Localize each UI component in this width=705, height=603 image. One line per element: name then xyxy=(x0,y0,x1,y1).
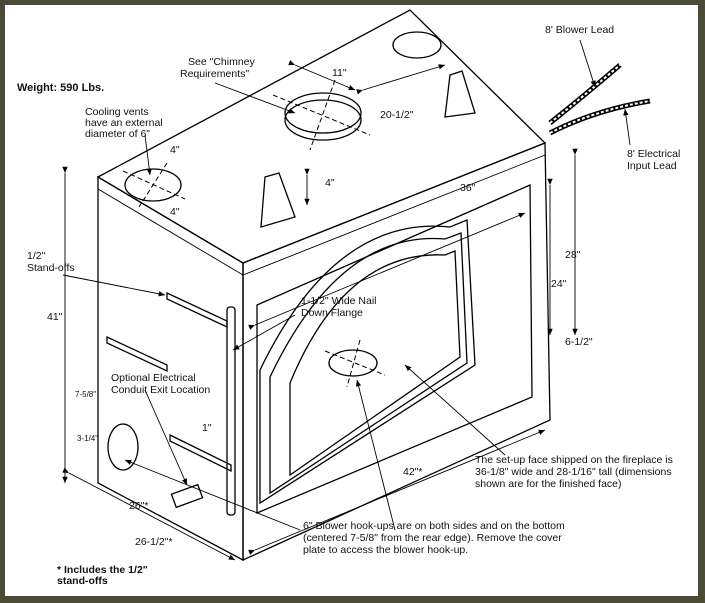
dimension-labels: 11" 20-1/2" 4" 4" 4" 36" 28" 24" 6-1/2" … xyxy=(47,67,593,548)
setup-face-note: The set-up face shipped on the fireplace… xyxy=(475,454,676,490)
top-spacer-right xyxy=(444,70,476,118)
box-top xyxy=(96,9,547,264)
conduit-exit-plate xyxy=(170,483,204,509)
top-features xyxy=(122,31,476,228)
nail-flange-label: 1-1/2" Wide Nail Down Flange xyxy=(301,295,379,319)
dim-4-vent-bottom: 4" xyxy=(170,206,180,218)
dim-20-1-2: 20-1/2" xyxy=(380,109,414,121)
dim-26-1-2: 26-1/2"* xyxy=(135,536,173,548)
conduit-label: Optional Electrical Conduit Exit Locatio… xyxy=(111,372,210,396)
dim-7-5-8: 7-5/8" xyxy=(75,390,96,399)
blower-lead-label: 8' Blower Lead xyxy=(545,24,614,36)
electrical-lead-cable xyxy=(548,98,651,136)
chimney-collar xyxy=(284,99,362,141)
dim-11: 11" xyxy=(332,67,347,79)
dim-42: 42"* xyxy=(403,466,423,478)
dim-26: 26"* xyxy=(129,500,149,512)
dim-41: 41" xyxy=(47,311,63,323)
blower-hookups-note: 6" Blower hook-ups are on both sides and… xyxy=(303,520,568,556)
dim-36: 36" xyxy=(460,182,476,194)
electrical-lead-label: 8' Electrical Input Lead xyxy=(627,148,683,172)
dim-6-1-2: 6-1/2" xyxy=(565,336,593,348)
leads xyxy=(548,63,651,136)
dim-3-1-4: 3-1/4" xyxy=(77,434,98,443)
dimension-lines xyxy=(62,60,578,561)
weight-label: Weight: 590 Lbs. xyxy=(17,82,104,94)
box-front xyxy=(242,142,551,562)
fireplace-diagram: Weight: 590 Lbs. See "Chimney Requiremen… xyxy=(17,9,683,587)
chimney-label: See "Chimney Requirements" xyxy=(180,56,258,80)
cooling-vent xyxy=(124,168,182,202)
cooling-vents-label: Cooling vents have an external diameter … xyxy=(85,106,166,140)
footnote: * Includes the 1/2" stand-offs xyxy=(57,564,151,587)
dim-1: 1" xyxy=(202,422,212,434)
dim-4-vent-top: 4" xyxy=(170,144,180,156)
dim-24: 24" xyxy=(551,278,567,290)
standoffs-label: 1/2" Stand-offs xyxy=(27,250,75,274)
rear-vent-circle xyxy=(392,31,442,59)
blower-hookups xyxy=(107,339,386,509)
box-side xyxy=(97,175,244,562)
blower-hookup-front xyxy=(328,349,378,377)
dim-4-spacer: 4" xyxy=(325,177,335,189)
leader-lines xyxy=(62,39,631,531)
top-spacer-left xyxy=(260,172,296,228)
diagram-frame: Weight: 590 Lbs. See "Chimney Requiremen… xyxy=(5,5,698,596)
dim-28: 28" xyxy=(565,249,581,261)
